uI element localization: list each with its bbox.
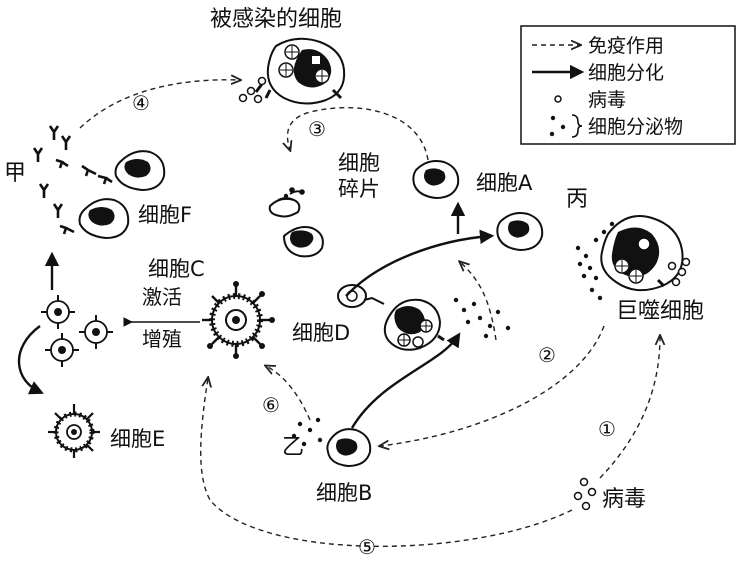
step1-arrow bbox=[599, 336, 660, 479]
cell-e bbox=[48, 404, 100, 458]
label-cell-a: 细胞A bbox=[476, 171, 533, 195]
legend-virus-icon bbox=[554, 95, 562, 103]
legend: 免疫作用 细胞分化 病毒 细胞分泌物 bbox=[520, 25, 736, 145]
label-cell-e: 细胞E bbox=[110, 427, 165, 451]
label-virus: 病毒 bbox=[602, 487, 646, 512]
legend-diff-label: 细胞分化 bbox=[588, 62, 664, 84]
legend-secretion-label: 细胞分泌物 bbox=[588, 116, 683, 138]
step5-arrow bbox=[200, 378, 573, 548]
arrow-b-to-d bbox=[350, 332, 461, 429]
label-cell-c: 细胞C bbox=[148, 257, 205, 281]
label-yi: 乙 bbox=[282, 435, 304, 460]
label-fragment-1: 细胞 bbox=[338, 151, 380, 175]
legend-secretion-icon bbox=[549, 114, 583, 138]
label-cell-b: 细胞B bbox=[316, 481, 372, 505]
label-cell-d: 细胞D bbox=[292, 321, 350, 345]
secretion-dots-d bbox=[453, 297, 511, 339]
cell-c bbox=[202, 281, 275, 359]
infected-cell-title: 被感染的细胞 bbox=[210, 7, 342, 32]
cell-a bbox=[412, 160, 544, 252]
infected-cell bbox=[238, 37, 346, 105]
secretion-dots-bing bbox=[575, 221, 619, 301]
cell-b bbox=[326, 428, 372, 468]
proliferated-cells bbox=[41, 295, 113, 367]
cell-f bbox=[78, 150, 166, 240]
label-jia: 甲 bbox=[4, 161, 26, 186]
step6-arrow bbox=[266, 366, 311, 421]
step4-arrow bbox=[79, 80, 240, 129]
cell-d bbox=[337, 284, 445, 351]
secretion-dots-b bbox=[291, 417, 323, 447]
step-4-number: ④ bbox=[132, 91, 150, 115]
cell-fragments bbox=[268, 187, 324, 258]
label-proliferate: 增殖 bbox=[142, 327, 182, 351]
dashed-d-to-a bbox=[460, 262, 497, 341]
label-bing: 丙 bbox=[566, 187, 588, 212]
legend-virus-label: 病毒 bbox=[588, 89, 626, 111]
step-5-number: ⑤ bbox=[358, 535, 376, 559]
arrow-to-cell-e bbox=[17, 325, 44, 395]
label-fragment-2: 碎片 bbox=[338, 177, 380, 201]
step-1-number: ① bbox=[598, 417, 616, 441]
virus-particles bbox=[573, 477, 597, 511]
step-6-number: ⑥ bbox=[262, 393, 280, 417]
legend-immune-label: 免疫作用 bbox=[588, 35, 664, 57]
step-2-number: ② bbox=[538, 343, 556, 367]
step3-arrow bbox=[287, 106, 429, 161]
step2-arrow bbox=[380, 325, 605, 446]
label-macrophage: 巨噬细胞 bbox=[616, 299, 704, 324]
label-cell-f: 细胞F bbox=[138, 203, 192, 227]
label-activate: 激活 bbox=[142, 285, 182, 309]
macrophage bbox=[600, 215, 691, 292]
antibodies-cluster bbox=[32, 125, 113, 235]
arrow-d-to-a bbox=[345, 229, 495, 297]
step-3-number: ③ bbox=[308, 117, 326, 141]
legend-box bbox=[520, 25, 736, 145]
